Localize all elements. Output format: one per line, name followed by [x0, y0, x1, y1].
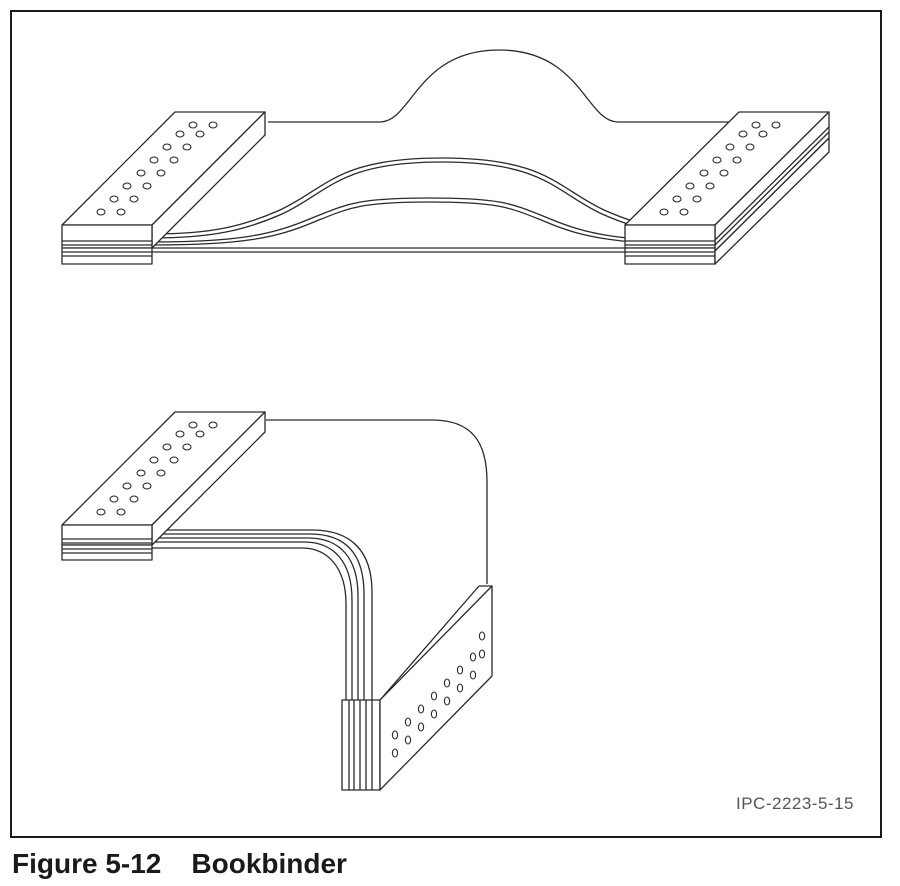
outer-flex-layer	[268, 49, 734, 123]
figure-reference-code: IPC-2223-5-15	[735, 794, 854, 813]
bookbinder-drawing	[61, 49, 830, 791]
left-stiffener-holes	[96, 121, 218, 216]
top-stiffener-holes	[96, 421, 218, 516]
flat-bookbinder-assembly	[61, 49, 830, 265]
figure-caption: Figure 5-12 Bookbinder	[12, 848, 347, 880]
outer-flex-layer-bent	[266, 419, 488, 584]
inner-flex-layer	[151, 197, 731, 243]
figure-frame: IPC-2223-5-15	[10, 10, 882, 838]
left-stiffener	[61, 111, 266, 265]
top-stiffener	[61, 411, 266, 561]
figure-label: Figure 5-12	[12, 848, 162, 879]
side-stiffener	[341, 585, 493, 791]
right-stiffener	[624, 111, 830, 265]
inner-flex-layers-bent	[152, 529, 373, 700]
right-stiffener-holes	[659, 121, 781, 216]
figure-title: Bookbinder	[191, 848, 347, 879]
side-stiffener-holes	[391, 631, 486, 758]
bent-bookbinder-assembly	[61, 411, 493, 791]
